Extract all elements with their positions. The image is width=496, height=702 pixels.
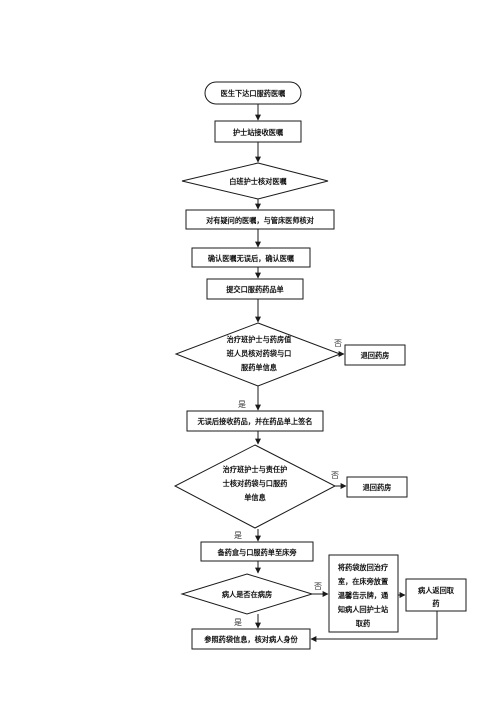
question-label: 对有疑问的医嘱，与管床医师核对 xyxy=(206,216,315,225)
edges xyxy=(255,104,438,642)
check-resp-line-2: 士核对药袋与口服药 xyxy=(223,479,288,488)
hold-line-4: 知病人回护士站 xyxy=(337,605,389,614)
submit-label: 提交口服药药品单 xyxy=(225,285,284,294)
return1-label: 退回药房 xyxy=(361,351,390,360)
hold-box xyxy=(328,554,399,633)
hold-line-3: 温馨告示牌，通 xyxy=(337,591,389,600)
hold-line-1: 将药袋放回治疗 xyxy=(338,563,389,572)
node-question: 对有疑问的医嘱，与管床医师核对 xyxy=(185,209,335,230)
check-day-diamond xyxy=(181,162,329,200)
check-resp-line-3: 单信息 xyxy=(244,493,266,502)
node-receive: 护士站接收医嘱 xyxy=(214,120,302,143)
sign-box xyxy=(186,410,324,432)
fetch-line-2: 药 xyxy=(432,599,439,608)
edge-label-yes-1: 是 xyxy=(238,400,246,409)
check-day-label: 白班护士核对医嘱 xyxy=(229,177,287,186)
start-label: 医生下达口服药医嘱 xyxy=(221,89,286,98)
confirm-box xyxy=(191,247,311,268)
edge-label-no-2: 否 xyxy=(331,471,339,480)
receive-label: 护士站接收医嘱 xyxy=(233,128,283,137)
edge-label-yes-2: 是 xyxy=(234,531,242,540)
node-check-day: 白班护士核对医嘱 xyxy=(181,162,329,200)
fetch-line-1: 病人返回取 xyxy=(418,586,455,595)
node-verify: 参照药袋信息，核对病人身份 xyxy=(191,628,311,650)
check-pharm-line-3: 服药单信息 xyxy=(241,363,277,372)
edge-label-no-1: 否 xyxy=(334,339,342,348)
check-pharm-diamond xyxy=(174,322,342,387)
check-resp-line-1: 治疗班护士与责任护 xyxy=(223,465,288,474)
return1-box xyxy=(344,344,406,366)
prepare-label: 备药盒与口服药单至床旁 xyxy=(216,548,296,557)
node-hold: 将药袋放回治疗 室，在床旁放置 温馨告示牌，通 知病人回护士站 取药 xyxy=(328,554,399,633)
check-pharm-line-1: 治疗班护士与药房值 xyxy=(227,335,293,344)
submit-box xyxy=(206,278,304,300)
hold-line-2: 室，在床旁放置 xyxy=(338,577,388,586)
edge-label-yes-3: 是 xyxy=(234,618,242,627)
return2-box xyxy=(346,476,408,498)
node-return-1: 退回药房 xyxy=(344,344,406,366)
sign-label: 无误后接收药品，并在药品单上签名 xyxy=(196,417,312,426)
check-pharm-line-2: 班人员核对药袋与口 xyxy=(227,349,292,358)
verify-box xyxy=(191,628,311,650)
edge-fetch-verify xyxy=(310,611,438,642)
prepare-box xyxy=(200,541,314,562)
node-fetch: 病人返回取 药 xyxy=(405,578,467,612)
start-terminator xyxy=(204,81,302,105)
node-return-2: 退回药房 xyxy=(346,476,408,498)
node-check-resp: 治疗班护士与责任护 士核对药袋与口服药 单信息 xyxy=(173,444,337,529)
node-check-pharm: 治疗班护士与药房值 班人员核对药袋与口 服药单信息 xyxy=(174,322,342,387)
verify-label: 参照药袋信息，核对病人身份 xyxy=(203,635,298,644)
return2-label: 退回药房 xyxy=(363,483,392,492)
node-sign: 无误后接收药品，并在药品单上签名 xyxy=(186,410,324,432)
receive-box xyxy=(214,120,302,143)
node-start: 医生下达口服药医嘱 xyxy=(204,81,302,105)
node-prepare: 备药盒与口服药单至床旁 xyxy=(200,541,314,562)
hold-line-5: 取药 xyxy=(356,619,370,628)
check-resp-diamond xyxy=(173,444,337,529)
node-confirm: 确认医嘱无误后，确认医嘱 xyxy=(191,247,311,268)
confirm-label: 确认医嘱无误后，确认医嘱 xyxy=(208,254,294,263)
node-submit: 提交口服药药品单 xyxy=(206,278,304,300)
in-room-diamond xyxy=(180,573,314,615)
in-room-label: 病人是否在病房 xyxy=(222,590,272,599)
node-in-room: 病人是否在病房 xyxy=(180,573,314,615)
fetch-box xyxy=(405,578,467,612)
edge-label-no-3: 否 xyxy=(314,582,322,591)
question-box xyxy=(185,209,335,230)
